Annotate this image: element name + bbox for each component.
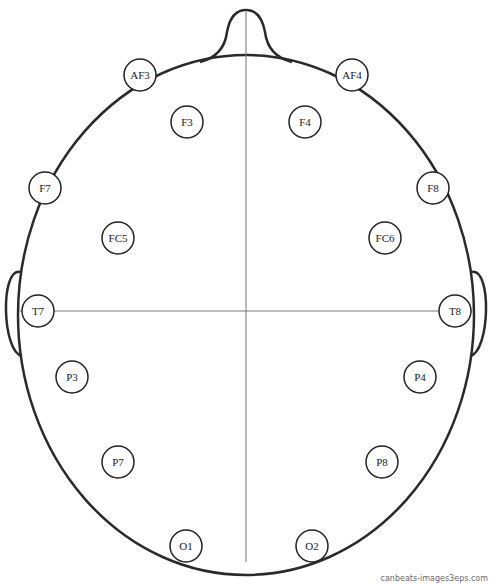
electrode-circle: F8 <box>416 171 450 205</box>
right-ear <box>470 272 486 356</box>
electrode-label: P3 <box>66 372 78 383</box>
electrode-label: FC5 <box>109 233 128 244</box>
electrode-label: P8 <box>376 457 388 468</box>
electrode-circle: T7 <box>21 294 55 328</box>
head-outline <box>6 10 486 575</box>
watermark: canbeats-images3eps.com <box>381 574 488 583</box>
electrode-circle: P7 <box>101 445 135 479</box>
electrode-label: T8 <box>449 306 461 317</box>
axis-lines <box>20 12 472 562</box>
electrode-circle: P8 <box>365 445 399 479</box>
midline <box>246 12 247 562</box>
electrode-label: P7 <box>112 457 124 468</box>
electrode-label: F7 <box>39 183 51 194</box>
electrode-circle: F3 <box>170 105 204 139</box>
electrode-circle: AF4 <box>335 58 369 92</box>
electrode-label: FC6 <box>376 233 395 244</box>
electrode-label: P4 <box>414 372 426 383</box>
electrode-circle: AF3 <box>123 58 157 92</box>
ear-line <box>20 311 472 312</box>
electrode-label: O1 <box>179 541 192 552</box>
electrode-label: AF3 <box>130 70 150 81</box>
electrode-circle: O2 <box>295 529 329 563</box>
electrode-circle: T8 <box>438 294 472 328</box>
electrode-circle: FC5 <box>101 221 135 255</box>
electrode-label: O2 <box>305 541 318 552</box>
electrode-circle: FC6 <box>368 221 402 255</box>
electrode-label: AF4 <box>342 70 362 81</box>
electrode-circle: O1 <box>169 529 203 563</box>
electrode-circle: F7 <box>28 171 62 205</box>
electrode-label: T7 <box>32 306 44 317</box>
electrode-circle: F4 <box>288 105 322 139</box>
electrode-label: F4 <box>299 117 311 128</box>
electrode-circle: P3 <box>55 360 89 394</box>
electrode-circle: P4 <box>403 360 437 394</box>
electrode-label: F8 <box>427 183 439 194</box>
left-ear <box>6 272 22 356</box>
electrode-label: F3 <box>181 117 193 128</box>
